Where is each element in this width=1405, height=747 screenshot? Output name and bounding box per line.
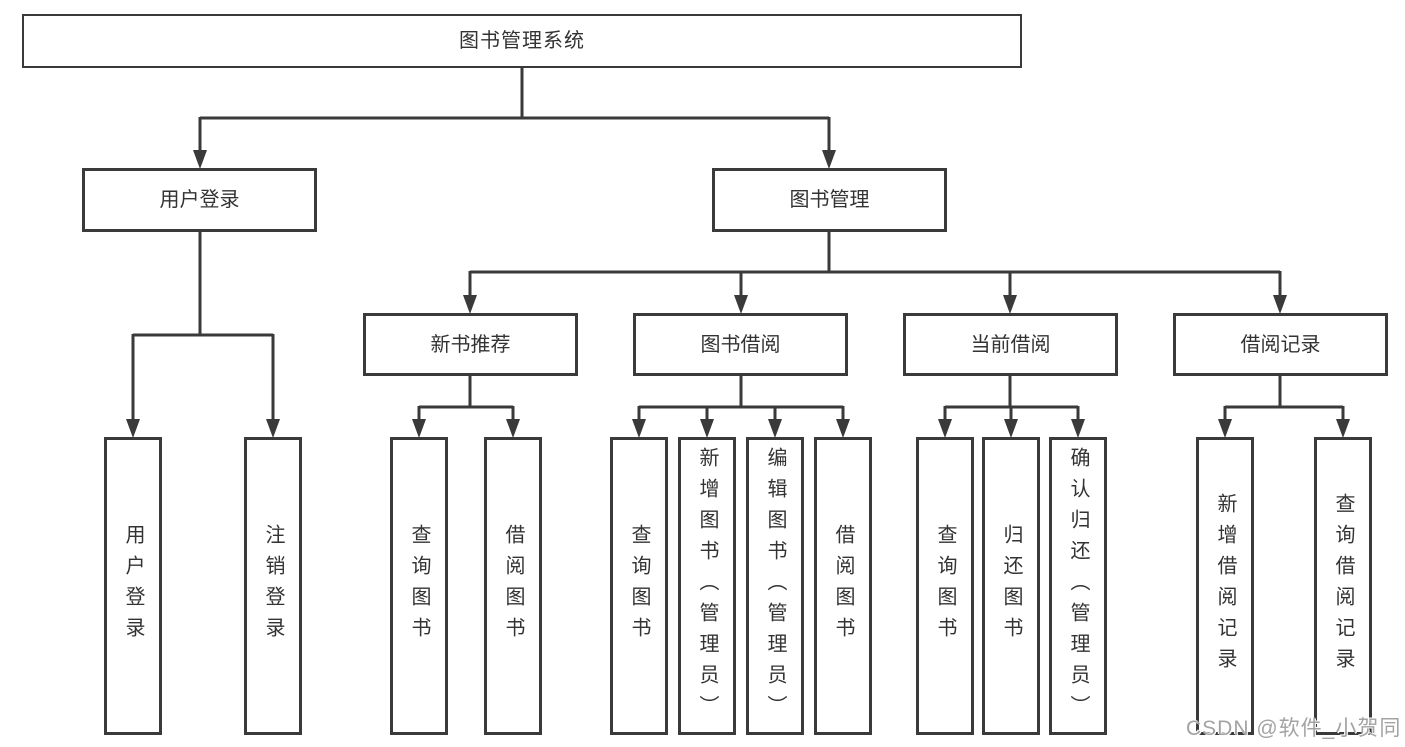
leaf-borrow-books: 借阅图书 <box>814 437 872 735</box>
node-book-borrow: 图书借阅 <box>633 313 848 376</box>
node-borrow-records: 借阅记录 <box>1173 313 1388 376</box>
leaf-logout-login: 注销登录 <box>244 437 302 735</box>
node-library-system: 图书管理系统 <box>22 14 1022 68</box>
leaf-query-borrow-record: 查询借阅记录 <box>1314 437 1372 735</box>
leaf-query-books-current: 查询图书 <box>916 437 974 735</box>
leaf-query-books-recommend: 查询图书 <box>390 437 448 735</box>
leaf-query-books-borrow: 查询图书 <box>610 437 668 735</box>
node-current-borrow: 当前借阅 <box>903 313 1118 376</box>
leaf-edit-book-admin: 编辑图书（管理员） <box>746 437 804 735</box>
leaf-add-book-admin: 新增图书（管理员） <box>678 437 736 735</box>
watermark: CSDN @软件_小贺同学 <box>1186 717 1402 740</box>
leaf-confirm-return-admin: 确认归还（管理员） <box>1049 437 1107 735</box>
node-new-book-recommend: 新书推荐 <box>363 313 578 376</box>
node-user-login: 用户登录 <box>82 168 317 232</box>
node-book-management: 图书管理 <box>712 168 947 232</box>
leaf-user-login: 用户登录 <box>104 437 162 735</box>
leaf-borrow-books-recommend: 借阅图书 <box>484 437 542 735</box>
leaf-add-borrow-record: 新增借阅记录 <box>1196 437 1254 735</box>
leaf-return-book: 归还图书 <box>982 437 1040 735</box>
